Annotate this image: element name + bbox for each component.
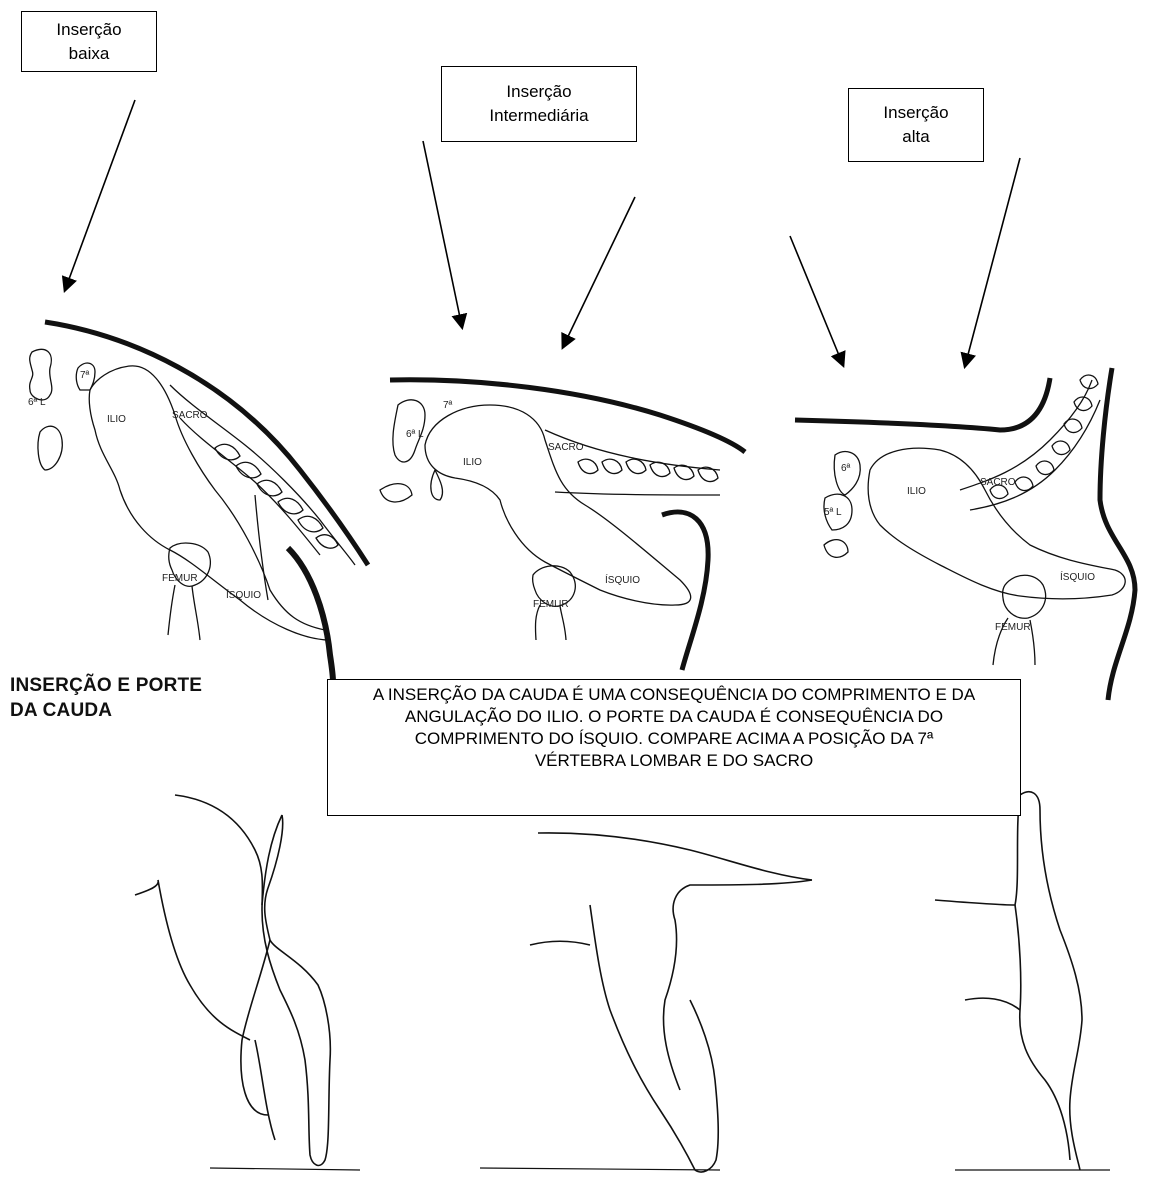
silhouette-low bbox=[135, 795, 360, 1170]
label-line-2: alta bbox=[849, 125, 983, 149]
silhouette-intermediate bbox=[480, 833, 812, 1172]
label-isquio: ÍSQUIO bbox=[1060, 570, 1095, 583]
arrow-high-left bbox=[790, 236, 843, 365]
label-line-2: Intermediária bbox=[442, 104, 636, 128]
arrow-mid-left bbox=[423, 141, 462, 327]
label-sacro: SACRO bbox=[172, 410, 208, 421]
label-7: 7ª bbox=[80, 370, 90, 381]
label-insercao-baixa: Inserção baixa bbox=[21, 11, 157, 72]
rear-line bbox=[1100, 368, 1135, 700]
leg-outline bbox=[1015, 905, 1070, 1160]
label-6-lombar: 6ª L bbox=[28, 397, 46, 408]
label-line-1: Inserção bbox=[442, 80, 636, 104]
heading-line-2: DA CAUDA bbox=[10, 698, 202, 723]
leg-outline bbox=[590, 905, 718, 1172]
back-line bbox=[795, 378, 1050, 430]
label-femur: FEMUR bbox=[995, 622, 1031, 633]
label-insercao-intermediaria: Inserção Intermediária bbox=[441, 66, 637, 142]
tail bbox=[663, 880, 812, 1090]
label-femur: FEMUR bbox=[162, 573, 198, 584]
label-line-1: Inserção bbox=[849, 101, 983, 125]
section-heading: INSERÇÃO E PORTE DA CAUDA bbox=[10, 673, 202, 723]
skeleton-intermediate: 6ª L 7ª ILIO SACRO FEMUR ÍSQUIO bbox=[380, 380, 745, 670]
label-isquio: ÍSQUIO bbox=[605, 573, 640, 586]
hind-leg bbox=[255, 1040, 275, 1140]
label-femur: FEMUR bbox=[533, 599, 569, 610]
skeleton-high: 6ª 5ª L ILIO SACRO FEMUR ÍSQUIO bbox=[795, 368, 1135, 700]
belly-line bbox=[965, 998, 1020, 1010]
rear-line bbox=[662, 512, 708, 670]
arrow-mid-right bbox=[563, 197, 635, 347]
ground-line bbox=[480, 1168, 720, 1170]
belly-line bbox=[530, 941, 590, 945]
label-sacro: SACRO bbox=[548, 442, 584, 453]
silhouette-high bbox=[935, 792, 1110, 1170]
tail bbox=[1020, 792, 1082, 1170]
back-line bbox=[45, 322, 368, 565]
label-5-lombar: 5ª L bbox=[824, 507, 842, 518]
label-sacro: SACRO bbox=[980, 477, 1016, 488]
label-isquio: ÍSQUIO bbox=[226, 588, 261, 601]
rump-outline bbox=[538, 833, 812, 880]
label-7: 7ª bbox=[443, 400, 453, 411]
label-6: 6ª bbox=[841, 463, 851, 474]
ground-line bbox=[210, 1168, 360, 1170]
rear-line bbox=[288, 548, 333, 682]
label-6-lombar: 6ª L bbox=[406, 429, 424, 440]
arrow-high-right bbox=[965, 158, 1020, 366]
heading-line-1: INSERÇÃO E PORTE bbox=[10, 673, 202, 698]
belly-line bbox=[135, 880, 250, 1040]
label-ilio: ILIO bbox=[907, 486, 926, 497]
label-insercao-alta: Inserção alta bbox=[848, 88, 984, 162]
label-ilio: ILIO bbox=[463, 457, 482, 468]
label-ilio: ILIO bbox=[107, 414, 126, 425]
rump-leg-outline bbox=[175, 795, 330, 1165]
label-line-1: Inserção bbox=[22, 18, 156, 42]
explanation-note: A INSERÇÃO DA CAUDA É UMA CONSEQUÊNCIA D… bbox=[327, 679, 1021, 816]
label-line-2: baixa bbox=[22, 42, 156, 66]
skeleton-low: 6ª L 7ª ILIO SACRO FEMUR ÍSQUIO bbox=[28, 322, 368, 682]
arrow-low bbox=[65, 100, 135, 290]
tail bbox=[241, 815, 282, 1115]
